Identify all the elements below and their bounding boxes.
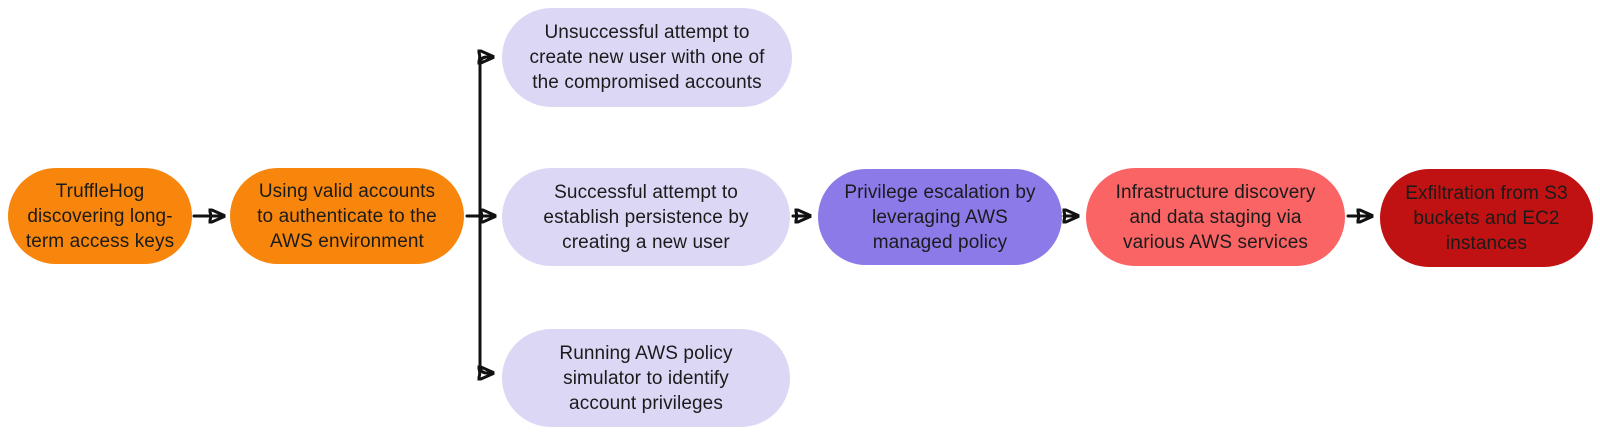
node-privilege-escalation-label: Privilege escalation by leveraging AWS m… — [844, 181, 1036, 253]
node-trufflehog-discovery: TruffleHog discovering long- term access… — [8, 168, 192, 264]
node-valid-accounts-label: Using valid accounts to authenticate to … — [257, 180, 437, 252]
node-infrastructure-discovery-label: Infrastructure discovery and data stagin… — [1115, 181, 1316, 253]
node-persistence-new-user-label: Successful attempt to establish persiste… — [543, 181, 749, 253]
arrow-auth-to-simulator — [480, 214, 495, 373]
node-unsuccessful-user-creation: Unsuccessful attempt to create new user … — [502, 8, 792, 107]
node-trufflehog-discovery-label: TruffleHog discovering long- term access… — [25, 180, 175, 252]
node-valid-accounts: Using valid accounts to authenticate to … — [230, 168, 464, 264]
node-exfiltration: Exfiltration from S3 buckets and EC2 ins… — [1380, 169, 1593, 267]
node-persistence-new-user: Successful attempt to establish persiste… — [502, 168, 790, 266]
node-infrastructure-discovery: Infrastructure discovery and data stagin… — [1086, 168, 1345, 266]
arrow-auth-to-unsuccessful — [480, 57, 495, 218]
node-unsuccessful-user-creation-label: Unsuccessful attempt to create new user … — [529, 22, 765, 93]
node-exfiltration-label: Exfiltration from S3 buckets and EC2 ins… — [1405, 182, 1568, 254]
node-policy-simulator-label: Running AWS policy simulator to identify… — [559, 342, 733, 414]
node-policy-simulator: Running AWS policy simulator to identify… — [502, 329, 790, 427]
node-privilege-escalation: Privilege escalation by leveraging AWS m… — [818, 169, 1062, 265]
